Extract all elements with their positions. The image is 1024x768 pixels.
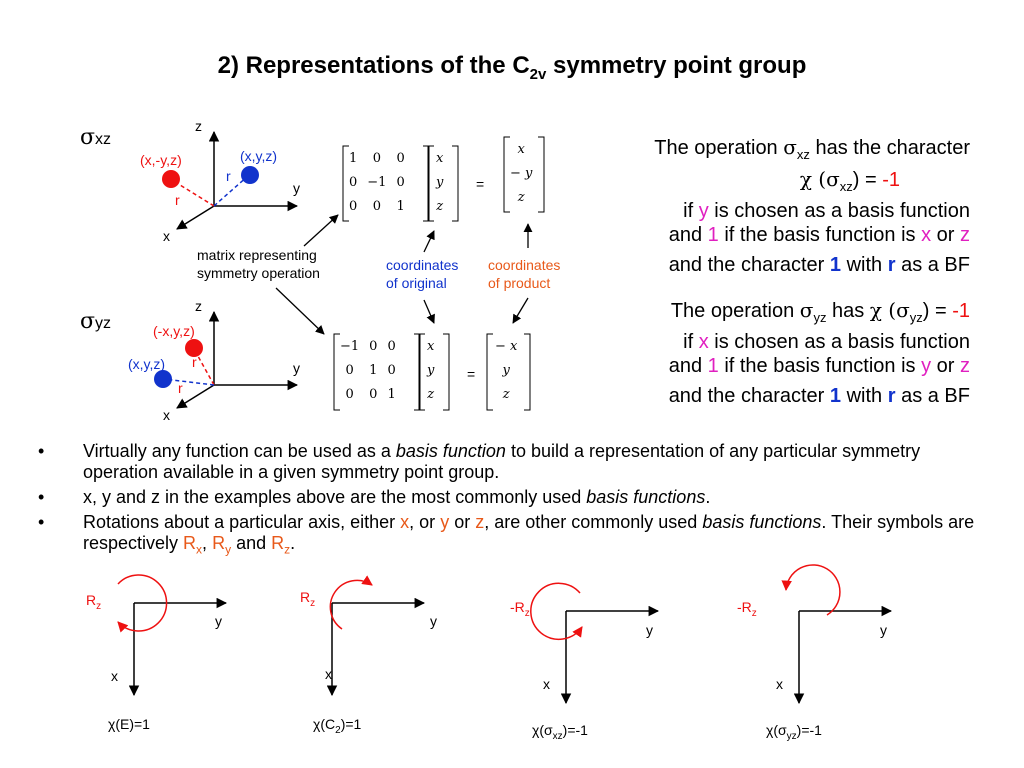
axis-x-label-2: x	[163, 407, 170, 423]
xz-matrix-brackets	[342, 136, 545, 222]
point-top-label: (-x,y,z)	[153, 323, 195, 339]
axis-z-label: z	[195, 118, 202, 134]
rot1-character: χ(E)=1	[108, 716, 150, 732]
point-right-dot	[241, 166, 259, 184]
clockwise-arc-2	[329, 575, 373, 630]
yz-result: − x y z	[495, 338, 518, 402]
xz-explanation: The operation σxz has the character χ (σ…	[654, 135, 970, 276]
r-left-line	[171, 179, 215, 207]
rotation-diagram-4	[781, 564, 893, 705]
point-top-dot	[185, 339, 203, 357]
r-right-label: r	[226, 168, 231, 184]
clockwise-arc	[117, 574, 168, 633]
rot2-axis-x: x	[325, 666, 332, 682]
rotation-diagram-1	[117, 574, 228, 697]
xz-vector: x y z	[436, 150, 444, 214]
rot1-axis-y: y	[215, 613, 222, 629]
rot1-label: Rz	[86, 592, 102, 612]
point-bottom-dot	[154, 370, 172, 388]
rot3-axis-y: y	[646, 622, 653, 638]
axis-x-label: x	[163, 228, 170, 244]
xz-equals: =	[476, 176, 485, 192]
yz-explanation: The operation σyz has χ (σyz) = -1 if x …	[668, 298, 970, 407]
r-left-label: r	[175, 192, 180, 208]
x-axis-line-2	[176, 384, 215, 409]
sigma-yz-label: σyz	[80, 309, 112, 334]
counterclockwise-arc-2	[781, 564, 841, 616]
rot3-axis-x: x	[543, 676, 550, 692]
rot4-label: -Rz	[737, 599, 757, 619]
yz-equals: =	[467, 366, 476, 382]
rot4-character: χ(σyz)=-1	[766, 722, 822, 742]
sigma-xz-label: σxz	[80, 125, 112, 150]
rot2-label: Rz	[300, 589, 316, 609]
r-top-label: r	[192, 354, 197, 370]
r-bottom-line	[163, 378, 215, 386]
rot2-axis-y: y	[430, 613, 437, 629]
rot3-label: -Rz	[510, 599, 530, 619]
rot2-character: χ(C2)=1	[313, 716, 362, 736]
xz-axes	[162, 130, 299, 230]
axis-z-label-2: z	[195, 298, 202, 314]
annotation-arrows	[275, 214, 533, 335]
axis-y-label-2: y	[293, 360, 300, 376]
rot3-character: χ(σxz)=-1	[532, 722, 588, 742]
rotation-diagram-3	[530, 582, 660, 705]
point-left-label: (x,-y,z)	[140, 152, 182, 168]
rot1-axis-x: x	[111, 668, 118, 684]
rot4-axis-y: y	[880, 622, 887, 638]
x-axis-line	[176, 205, 215, 230]
rot4-axis-x: x	[776, 676, 783, 692]
xz-result: x − y z	[510, 141, 533, 205]
list-item: • Virtually any function can be used as …	[38, 441, 921, 482]
counterclockwise-arc	[530, 582, 583, 641]
point-right-label: (x,y,z)	[240, 148, 278, 164]
yz-axes	[154, 310, 299, 409]
list-item: • x, y and z in the examples above are t…	[38, 487, 711, 507]
point-bottom-label: (x,y,z)	[128, 356, 166, 372]
page-title: 2) Representations of the C2v symmetry p…	[217, 52, 807, 83]
r-bottom-label: r	[178, 380, 183, 396]
yz-vector: x y z	[427, 338, 435, 402]
point-left-dot	[162, 170, 180, 188]
rotation-diagram-2	[326, 575, 426, 697]
axis-y-label: y	[293, 180, 300, 196]
list-item: • Rotations about a particular axis, eit…	[38, 512, 975, 557]
yz-matrix-brackets	[333, 333, 531, 411]
bullet-list: • Virtually any function can be used as …	[38, 441, 998, 565]
